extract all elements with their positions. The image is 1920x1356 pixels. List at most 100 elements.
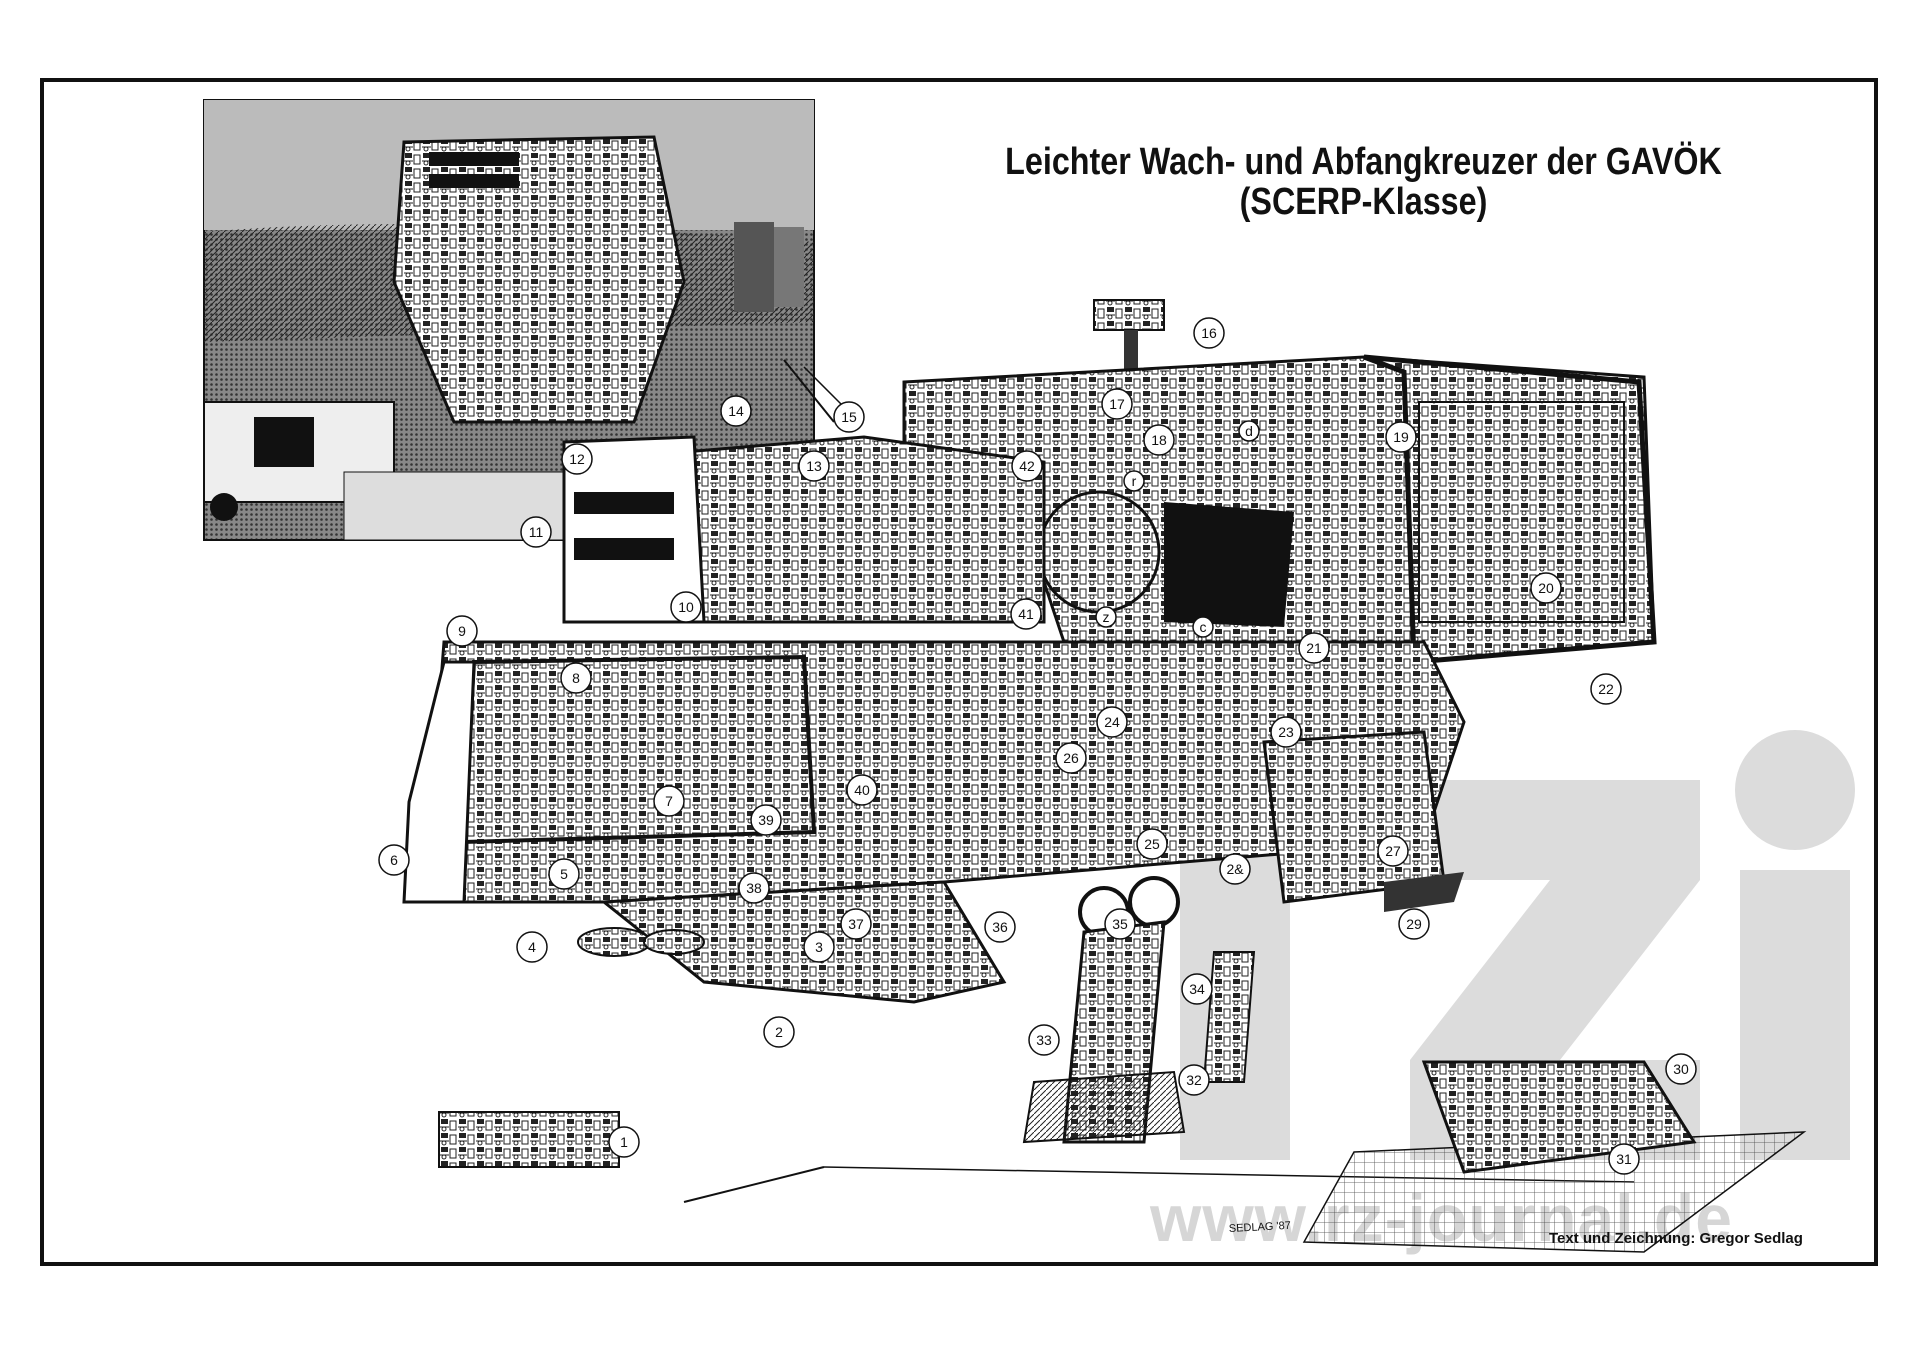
callout-label: 13 <box>806 458 822 474</box>
callout-circle <box>1055 742 1087 774</box>
callout-label: 6 <box>390 852 398 868</box>
callout-34: 34 <box>1181 973 1213 1005</box>
callout-label: 17 <box>1109 396 1125 412</box>
callout-circle <box>560 662 592 694</box>
callout-circle <box>1665 1053 1697 1085</box>
callout-label: 20 <box>1538 580 1554 596</box>
callout-circle <box>840 908 872 940</box>
callout-label: 7 <box>665 793 673 809</box>
callout-18: 18 <box>1143 424 1175 456</box>
callout-23: 23 <box>1270 716 1302 748</box>
callout-circle <box>670 591 702 623</box>
callout-label: 42 <box>1019 458 1035 474</box>
callout-circle <box>516 931 548 963</box>
callout-label: 21 <box>1306 640 1322 656</box>
callout-label: 2 <box>775 1024 783 1040</box>
callout-label: 41 <box>1018 606 1034 622</box>
callout-circle <box>1608 1143 1640 1175</box>
callout-label: 32 <box>1186 1072 1202 1088</box>
callout-8: 8 <box>560 662 592 694</box>
callout-circle <box>1010 598 1042 630</box>
callout-label: 22 <box>1598 681 1614 697</box>
callout-12: 12 <box>561 443 593 475</box>
callout-label: 14 <box>728 403 744 419</box>
callout-circle <box>1095 606 1117 628</box>
page-title: Leichter Wach- und Abfangkreuzer der GAV… <box>964 142 1763 222</box>
callout-11: 11 <box>520 516 552 548</box>
callout-r: r <box>1123 470 1145 492</box>
callout-30: 30 <box>1665 1053 1697 1085</box>
callout-circle <box>520 516 552 548</box>
callout-label: 11 <box>529 524 544 540</box>
callout-6: 6 <box>378 844 410 876</box>
callout-circle <box>750 804 782 836</box>
callout-circle <box>1590 673 1622 705</box>
callout-circle <box>1028 1024 1060 1056</box>
artist-signature: SEDLAG '87 <box>1229 1220 1292 1235</box>
callout-10: 10 <box>670 591 702 623</box>
callout-38: 38 <box>738 872 770 904</box>
callout-circle <box>653 785 685 817</box>
callout-39: 39 <box>750 804 782 836</box>
callout-label: 35 <box>1112 916 1128 932</box>
callout-label: 34 <box>1189 981 1205 997</box>
callout-41: 41 <box>1010 598 1042 630</box>
callout-c: c <box>1192 616 1214 638</box>
callout-circle <box>378 844 410 876</box>
callout-label: 33 <box>1036 1032 1052 1048</box>
callout-circle <box>1178 1064 1210 1096</box>
callout-label: 18 <box>1151 432 1167 448</box>
callout-circle <box>1377 835 1409 867</box>
callout-2&: 2& <box>1219 853 1251 885</box>
callout-circle <box>608 1126 640 1158</box>
callout-label: 29 <box>1406 916 1422 932</box>
callout-circle <box>1398 908 1430 940</box>
callout-36: 36 <box>984 911 1016 943</box>
callout-label: 8 <box>572 670 580 686</box>
callout-circle <box>1298 632 1330 664</box>
callout-20: 20 <box>1530 572 1562 604</box>
credit-text: Text und Zeichnung: Gregor Sedlag <box>1549 1230 1803 1247</box>
callout-13: 13 <box>798 450 830 482</box>
callout-label: 19 <box>1393 429 1409 445</box>
callout-9: 9 <box>446 615 478 647</box>
callout-31: 31 <box>1608 1143 1640 1175</box>
callout-label: r <box>1132 473 1137 489</box>
callout-17: 17 <box>1101 388 1133 420</box>
callout-label: 10 <box>678 599 694 615</box>
callout-circle <box>1192 616 1214 638</box>
callout-label: 24 <box>1104 714 1120 730</box>
callout-z: z <box>1095 606 1117 628</box>
callout-33: 33 <box>1028 1024 1060 1056</box>
callout-circle <box>1219 853 1251 885</box>
callout-circle <box>720 395 752 427</box>
callout-circle <box>1104 908 1136 940</box>
callout-label: 5 <box>560 866 568 882</box>
callout-label: 25 <box>1144 836 1160 852</box>
callout-label: 2& <box>1226 861 1244 877</box>
callout-circle <box>446 615 478 647</box>
callout-circle <box>1238 420 1260 442</box>
callout-label: 9 <box>458 623 466 639</box>
callout-circle <box>1011 450 1043 482</box>
callout-circle <box>1530 572 1562 604</box>
callout-label: 12 <box>569 451 585 467</box>
callout-32: 32 <box>1178 1064 1210 1096</box>
callout-circle <box>833 401 865 433</box>
callout-19: 19 <box>1385 421 1417 453</box>
callout-16: 16 <box>1193 317 1225 349</box>
callout-circle <box>1270 716 1302 748</box>
callout-label: 39 <box>758 812 774 828</box>
callout-1: 1 <box>608 1126 640 1158</box>
callout-label: 38 <box>746 880 762 896</box>
callout-label: z <box>1103 609 1110 625</box>
callout-label: 26 <box>1063 750 1079 766</box>
callout-5: 5 <box>548 858 580 890</box>
callout-label: 31 <box>1616 1151 1632 1167</box>
cutaway-drawing: 1234567891011121314151617181920212223242… <box>203 99 1807 1253</box>
callout-label: 23 <box>1278 724 1294 740</box>
callout-circle <box>1096 706 1128 738</box>
callout-label: c <box>1200 619 1207 635</box>
callout-circle <box>1193 317 1225 349</box>
